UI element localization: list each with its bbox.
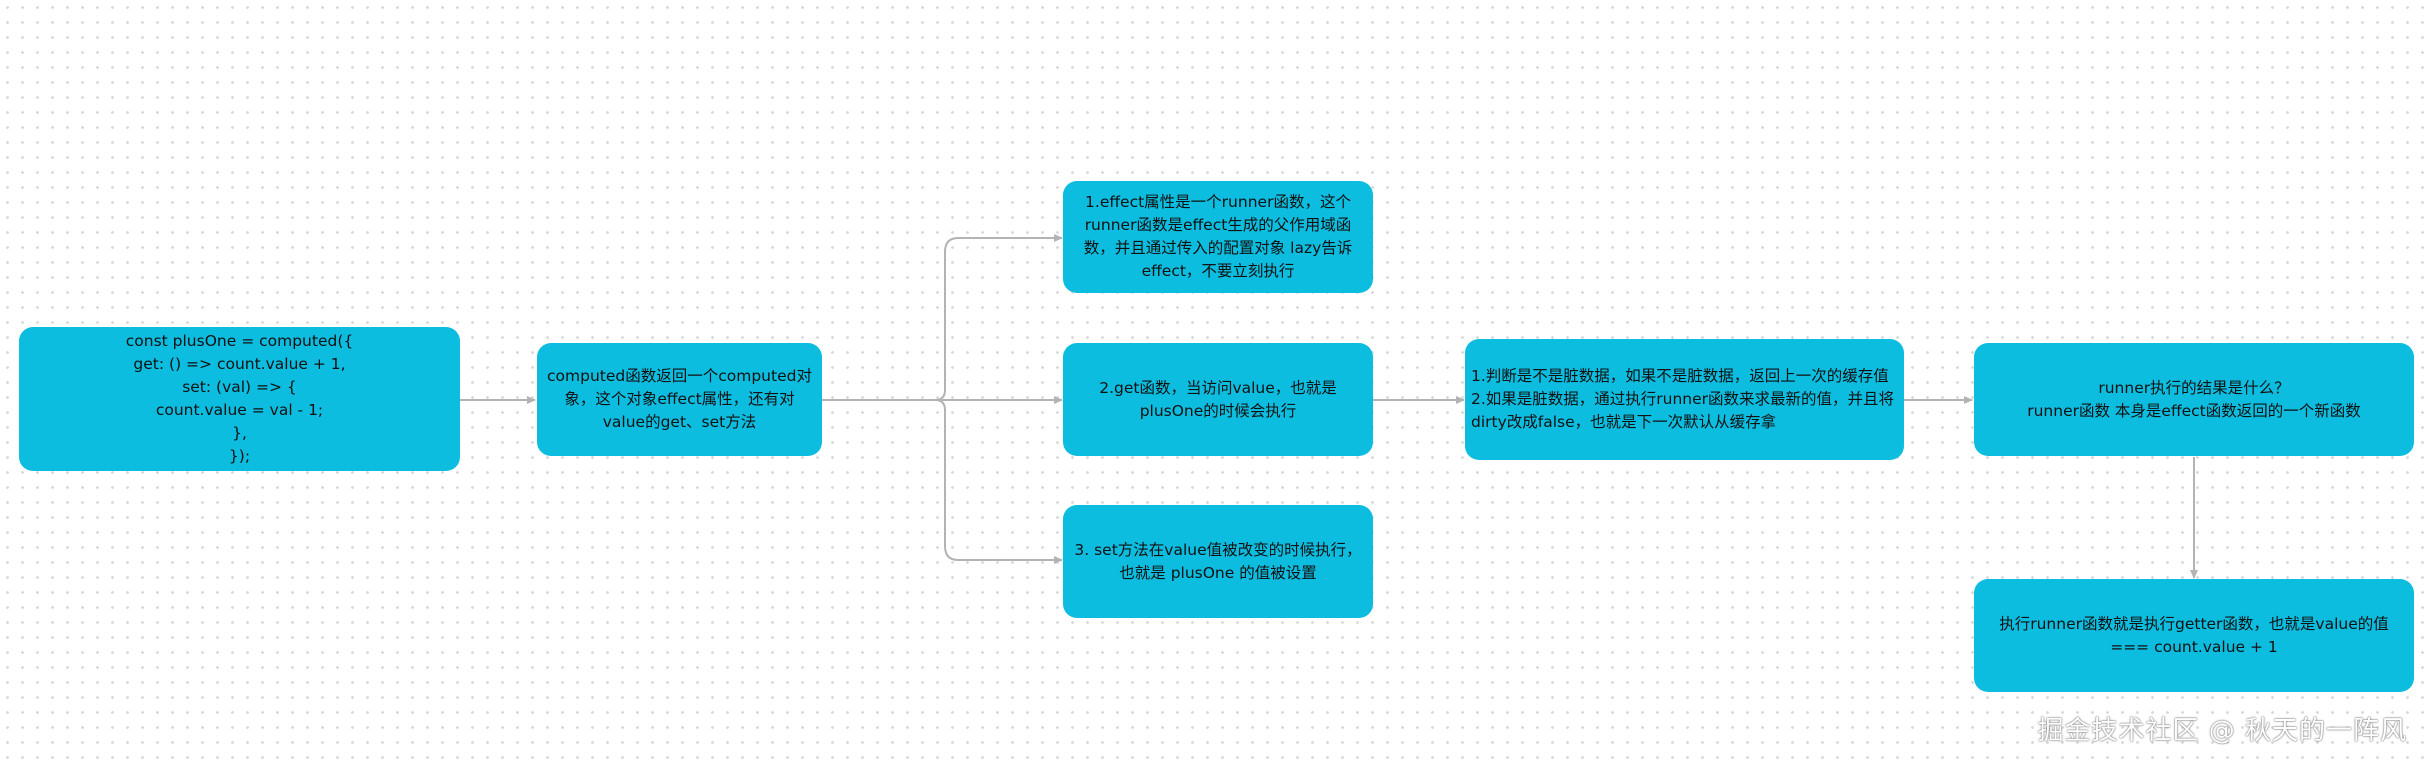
watermark: 掘金技术社区 @ 秋天的一阵风 bbox=[2037, 716, 2407, 746]
code-node-text: const plusOne = computed({ get: () => co… bbox=[125, 332, 354, 465]
effect-attr-node[interactable]: 1.effect属性是一个runner函数，这个runner函数是effect生… bbox=[1063, 181, 1373, 293]
dirty-check-text: 1.判断是不是脏数据，如果不是脏数据，返回上一次的缓存值 2.如果是脏数据，通过… bbox=[1471, 367, 1895, 431]
effect-attr-text: 1.effect属性是一个runner函数，这个runner函数是effect生… bbox=[1083, 193, 1353, 280]
connector-branch-brace bbox=[934, 237, 959, 561]
computed-return-text: computed函数返回一个computed对象，这个对象effect属性，还有… bbox=[547, 367, 812, 431]
runner-result-node[interactable]: runner执行的结果是什么？ runner函数 本身是effect函数返回的一… bbox=[1974, 343, 2414, 456]
runner-exec-node[interactable]: 执行runner函数就是执行getter函数，也就是value的值=== cou… bbox=[1974, 579, 2414, 692]
runner-result-text: runner执行的结果是什么？ runner函数 本身是effect函数返回的一… bbox=[2027, 378, 2361, 420]
set-fn-text: 3. set方法在value值被改变的时候执行，也就是 plusOne 的值被设… bbox=[1074, 540, 1362, 582]
runner-exec-text: 执行runner函数就是执行getter函数，也就是value的值=== cou… bbox=[1999, 614, 2389, 656]
computed-return-node[interactable]: computed函数返回一个computed对象，这个对象effect属性，还有… bbox=[537, 343, 822, 456]
get-fn-text: 2.get函数，当访问value，也就是plusOne的时候会执行 bbox=[1099, 378, 1337, 420]
set-fn-node[interactable]: 3. set方法在value值被改变的时候执行，也就是 plusOne 的值被设… bbox=[1063, 505, 1373, 618]
get-fn-node[interactable]: 2.get函数，当访问value，也就是plusOne的时候会执行 bbox=[1063, 343, 1373, 456]
code-node[interactable]: const plusOne = computed({ get: () => co… bbox=[19, 327, 460, 471]
dirty-check-node[interactable]: 1.判断是不是脏数据，如果不是脏数据，返回上一次的缓存值 2.如果是脏数据，通过… bbox=[1465, 339, 1904, 460]
